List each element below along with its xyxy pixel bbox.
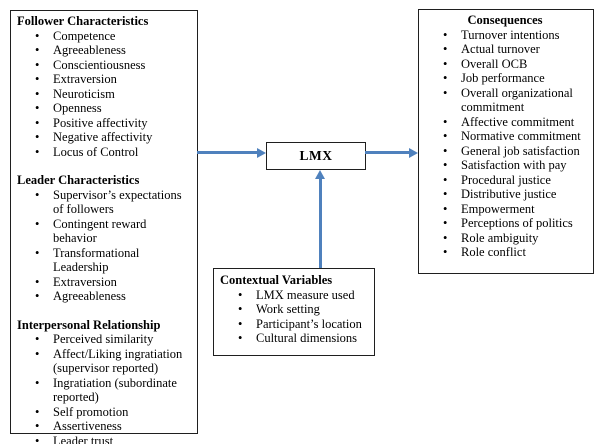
list-item: Supervisor’s expectations of followers [17,188,195,217]
list-item: Work setting [220,302,372,317]
section-title-contextual-variables: Contextual Variables [220,273,333,287]
list-item: Competence [17,29,195,44]
contextual-variables-list: LMX measure usedWork settingParticipant’… [220,288,372,346]
arrow-up-icon [315,170,325,179]
list-item: Neuroticism [17,87,195,102]
list-item: Transformational Leadership [17,246,195,275]
list-item: General job satisfaction [425,144,591,159]
contextual-variables-panel: Contextual Variables LMX measure usedWor… [213,268,375,356]
list-item: Distributive justice [425,187,591,202]
list-item: Leader trust [17,434,195,444]
section-title-follower-characteristics: Follower Characteristics [17,14,149,28]
list-item: Normative commitment [425,129,591,144]
list-item: Affect/Liking ingratiation (supervisor r… [17,347,195,376]
leader-characteristics-list: Supervisor’s expectations of followersCo… [17,188,195,304]
arrow-right-icon [257,147,266,158]
list-item: Role conflict [425,245,591,260]
list-item: Perceived similarity [17,332,195,347]
list-item: Openness [17,101,195,116]
consequences-panel: Consequences Turnover intentionsActual t… [418,9,594,274]
follower-characteristics-list: CompetenceAgreeablenessConscientiousness… [17,29,195,160]
list-item: Conscientiousness [17,58,195,73]
section-title-leader-characteristics: Leader Characteristics [17,173,140,187]
lmx-box: LMX [266,142,366,170]
lmx-label: LMX [299,147,333,163]
consequences-list: Turnover intentionsActual turnoverOveral… [425,28,591,260]
arrow-line [197,151,258,154]
list-item: Negative affectivity [17,130,195,145]
list-item: Empowerment [425,202,591,217]
list-item: Extraversion [17,275,195,290]
list-item: Locus of Control [17,145,195,160]
section-title-consequences: Consequences [467,13,543,27]
list-item: Overall organizational commitment [425,86,591,115]
list-item: Actual turnover [425,42,591,57]
list-item: Contingent reward behavior [17,217,195,246]
list-item: Participant’s location [220,317,372,332]
antecedents-panel: Follower Characteristics CompetenceAgree… [10,10,198,444]
list-item: Overall OCB [425,57,591,72]
list-item: Perceptions of politics [425,216,591,231]
list-item: Assertiveness [17,419,195,434]
arrow-line [365,151,410,154]
list-item: Agreeableness [17,289,195,304]
section-title-interpersonal-relationship: Interpersonal Relationship [17,317,161,332]
list-item: Job performance [425,71,591,86]
list-item: Affective commitment [425,115,591,130]
list-item: Role ambiguity [425,231,591,246]
list-item: Ingratiation (subordinate reported) [17,376,195,405]
list-item: Turnover intentions [425,28,591,43]
list-item: Extraversion [17,72,195,87]
list-item: Procedural justice [425,173,591,188]
arrow-right-icon [409,147,418,158]
interpersonal-relationship-list: Perceived similarityAffect/Liking ingrat… [17,332,195,444]
list-item: Self promotion [17,405,195,420]
arrow-line [319,178,322,268]
list-item: Positive affectivity [17,116,195,131]
list-item: Satisfaction with pay [425,158,591,173]
list-item: LMX measure used [220,288,372,303]
list-item: Cultural dimensions [220,331,372,346]
list-item: Agreeableness [17,43,195,58]
